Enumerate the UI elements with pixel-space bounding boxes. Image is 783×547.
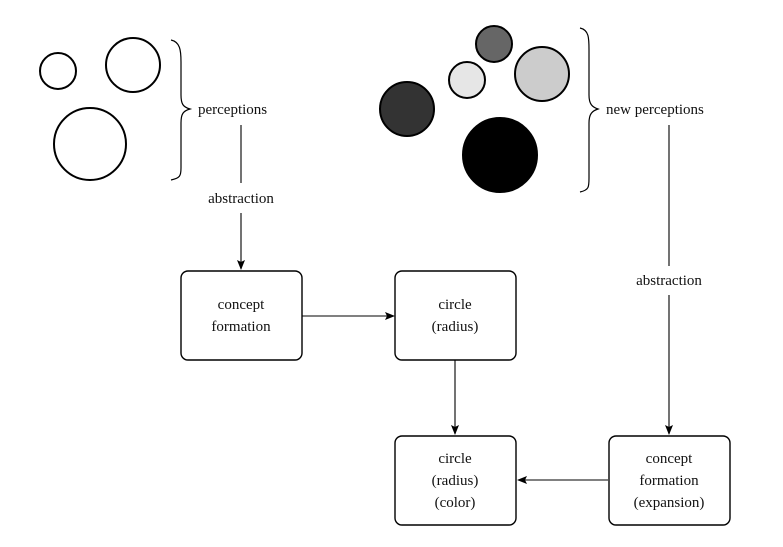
node-line: circle xyxy=(438,451,472,467)
node-line: formation xyxy=(211,319,271,335)
new-perception-circle-light-gray-large xyxy=(514,46,570,102)
node-line: (radius) xyxy=(432,473,479,489)
node-concept-formation-expansion: concept formation (expansion) xyxy=(608,435,731,526)
node-line: (color) xyxy=(435,495,476,511)
abstraction-label-right: abstraction xyxy=(636,273,702,289)
node-line: formation xyxy=(639,473,699,489)
new-perception-circles xyxy=(379,25,570,193)
perceptions-label: perceptions xyxy=(198,102,267,118)
new-perception-circle-light-gray-small xyxy=(448,61,486,99)
node-circle-radius: circle (radius) xyxy=(394,270,517,361)
node-line: (expansion) xyxy=(634,495,705,511)
new-perceptions-brace xyxy=(579,27,600,193)
abstraction-label-left: abstraction xyxy=(208,191,274,207)
perception-circle-medium xyxy=(105,37,161,93)
perception-circle-small xyxy=(39,52,77,90)
node-line: concept xyxy=(646,451,693,467)
node-line: concept xyxy=(218,297,265,313)
new-perception-circle-dark-gray xyxy=(379,81,435,137)
new-perception-circle-black xyxy=(462,117,538,193)
node-line: (radius) xyxy=(432,319,479,335)
node-circle-radius-color: circle (radius) (color) xyxy=(394,435,517,526)
node-concept-formation: concept formation xyxy=(180,270,303,361)
node-line: circle xyxy=(438,297,472,313)
perception-circles xyxy=(39,37,161,181)
perceptions-brace xyxy=(170,39,193,181)
new-perception-circle-mid-gray xyxy=(475,25,513,63)
perception-circle-large xyxy=(53,107,127,181)
new-perceptions-label: new perceptions xyxy=(606,102,704,118)
